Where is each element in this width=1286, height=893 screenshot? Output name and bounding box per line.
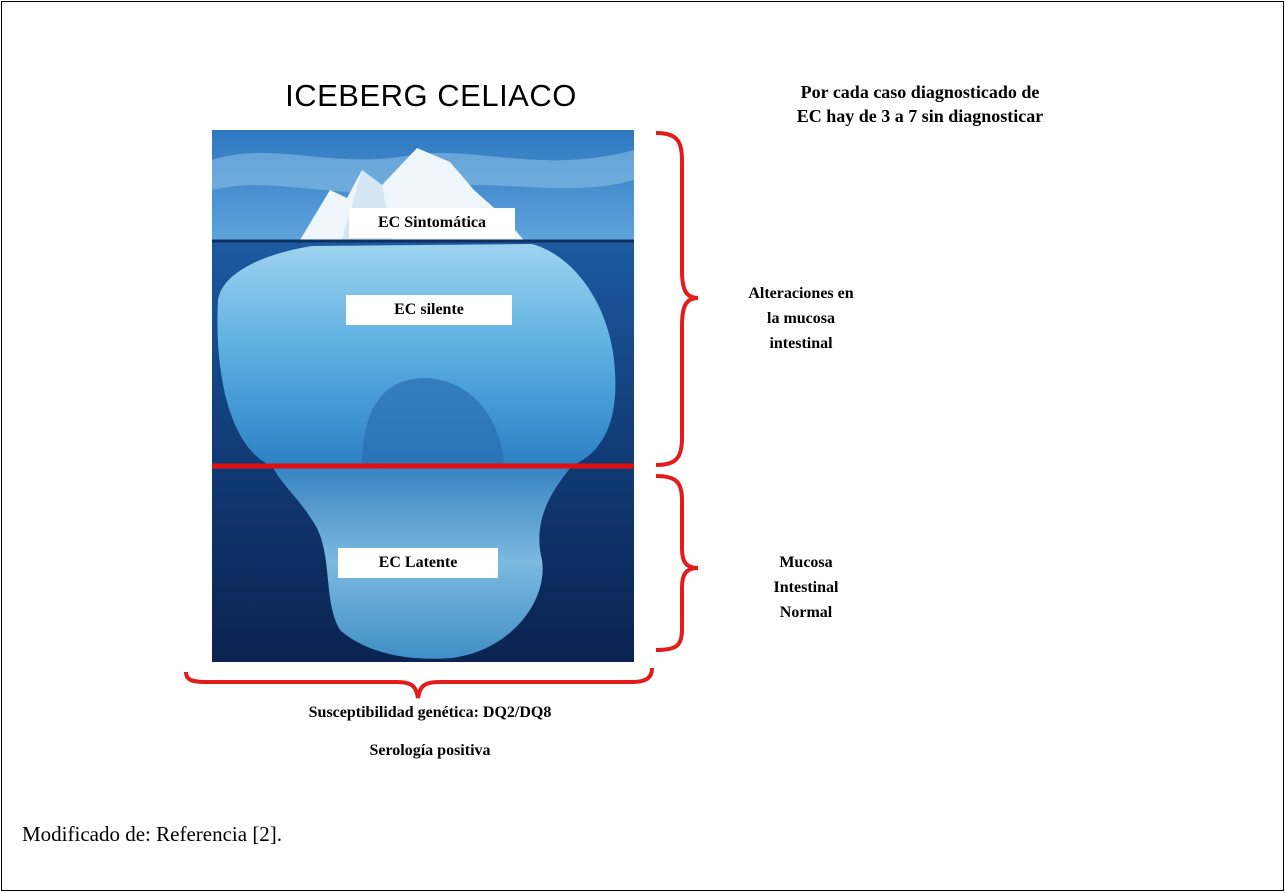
iceberg-underwater-upper: [217, 244, 616, 466]
figure-caption: Modificado de: Referencia [2].: [22, 822, 283, 846]
diagnosis-note: Por cada caso diagnosticado de EC hay de…: [720, 80, 1120, 128]
iceberg-arch-shadow: [362, 378, 504, 466]
upper-bracket-label-line-2: la mucosa: [767, 310, 835, 327]
genetic-susceptibility-label: Susceptibilidad genética: DQ2/DQ8: [308, 704, 552, 721]
lower-bracket-label: Mucosa Intestinal Normal: [736, 550, 876, 625]
label-latent: EC Latente: [338, 548, 498, 578]
diagnosis-note-line-2: EC hay de 3 a 7 sin diagnosticar: [796, 106, 1044, 126]
diagram-title: ICEBERG CELIACO: [285, 78, 577, 113]
lower-brace: [655, 474, 699, 652]
label-silent: EC silente: [346, 295, 512, 325]
lower-bracket-label-line-3: Normal: [779, 604, 833, 621]
bottom-brace: [184, 667, 654, 699]
serology-label: Serología positiva: [369, 742, 491, 759]
upper-bracket-label: Alteraciones en la mucosa intestinal: [716, 281, 886, 356]
lower-bracket-label-line-1: Mucosa: [779, 554, 833, 571]
upper-bracket-label-line-3: intestinal: [769, 335, 833, 352]
upper-bracket-label-line-1: Alteraciones en: [748, 285, 854, 302]
lower-bracket-label-line-2: Intestinal: [773, 579, 839, 596]
upper-brace: [655, 131, 699, 467]
diagnosis-note-line-1: Por cada caso diagnosticado de: [800, 82, 1040, 102]
label-symptomatic: EC Sintomática: [349, 208, 515, 238]
